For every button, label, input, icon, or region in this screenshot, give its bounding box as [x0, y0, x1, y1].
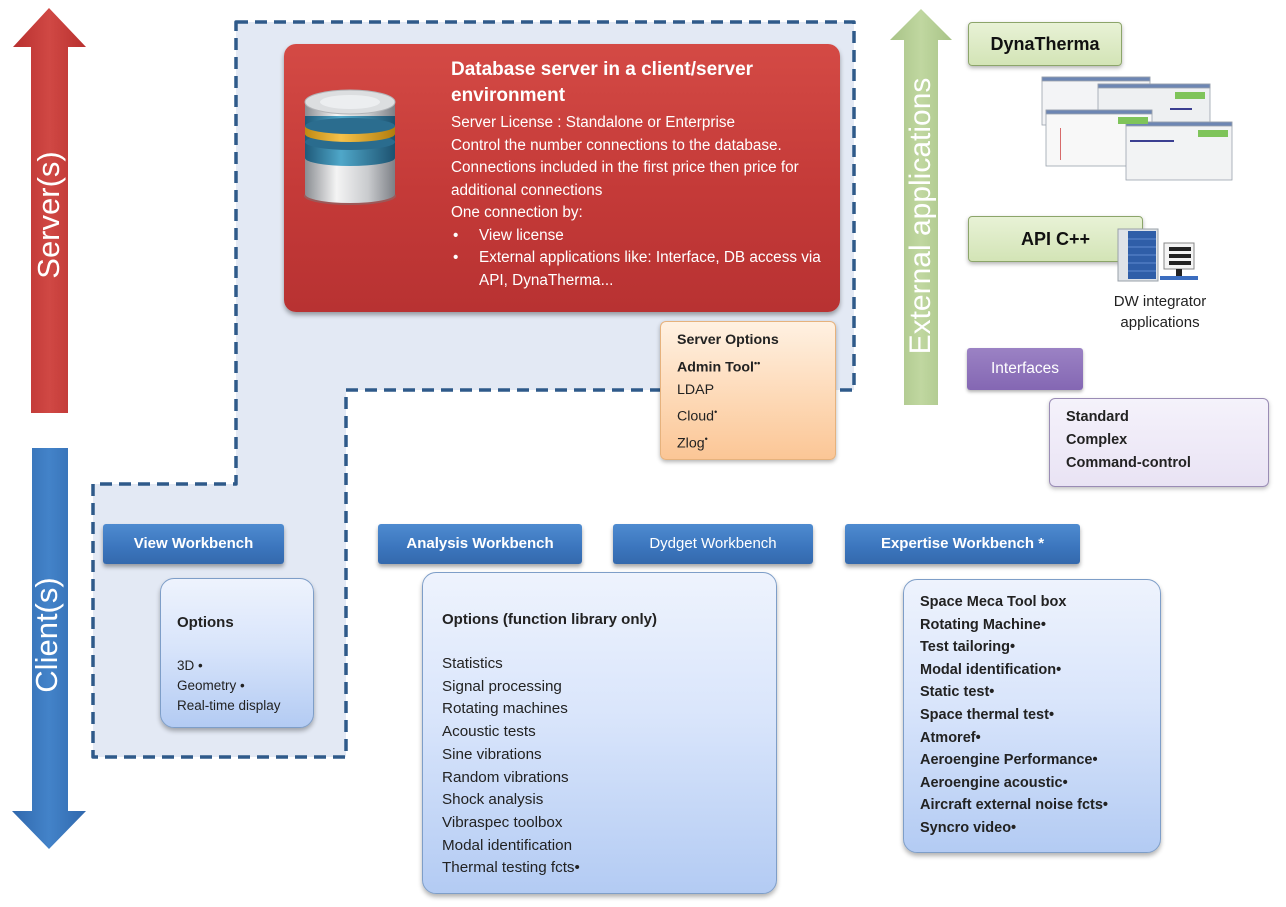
analysis-option-item: Statistics — [442, 655, 503, 672]
license-line: Server License : Standalone or Enterpris… — [451, 114, 736, 131]
expertise-option-item: Test tailoring• — [920, 639, 1016, 656]
dydget-workbench-label: Dydget Workbench — [649, 535, 777, 552]
view-options-title: Options — [177, 614, 234, 631]
analysis-options-list: Statistics Signal processing Rotating ma… — [442, 653, 580, 880]
analysis-option-item: Acoustic tests — [442, 723, 536, 741]
server-option-item: LDAP — [677, 381, 715, 398]
analysis-option-item: Rotating machines — [442, 700, 568, 718]
database-title: Database server in a client/server envir… — [451, 59, 754, 106]
database-description: Server License : Standalone or Enterpris… — [451, 112, 836, 292]
expertise-option-item: Static test• — [920, 684, 995, 701]
view-workbench-button[interactable]: View Workbench — [103, 524, 284, 564]
server-axis-label: Server(s) — [31, 151, 66, 279]
view-option-item: 3D • — [177, 658, 203, 673]
analysis-options-box: Options (function library only) Statisti… — [422, 572, 777, 894]
expertise-option-item: Atmoref• — [920, 729, 981, 746]
analysis-option-item: Random vibrations — [442, 768, 569, 786]
expertise-option-item: Rotating Machine• — [920, 616, 1046, 633]
database-cylinder-icon — [304, 89, 396, 205]
analysis-options-title: Options (function library only) — [442, 611, 657, 628]
interface-item: Complex — [1066, 432, 1128, 448]
dw-integrator-caption: DW integrator applications — [1080, 291, 1240, 333]
expertise-option-item: Aeroengine acoustic• — [920, 774, 1068, 791]
connection-bullets: View license External applications like:… — [451, 225, 836, 293]
expertise-option-item: Syncro video• — [920, 819, 1017, 836]
dynatherma-box[interactable]: DynaTherma — [968, 22, 1122, 66]
server-options-box: Server Options Admin Tool•• LDAP Cloud• … — [660, 321, 836, 460]
expertise-option-item: Aircraft external noise fcts• — [920, 797, 1109, 814]
bullet-item: View license — [451, 225, 836, 248]
server-arrow — [13, 8, 86, 413]
expertise-option-item: Modal identification• — [920, 661, 1062, 678]
dydget-workbench-button[interactable]: Dydget Workbench — [613, 524, 813, 564]
caption-line: DW integrator — [1113, 293, 1207, 310]
analysis-option-item: Signal processing — [442, 677, 562, 695]
analysis-option-item: Modal identification — [442, 836, 573, 854]
one-connection-line: One connection by: — [451, 204, 583, 221]
server-option-item: Cloud• — [677, 407, 718, 425]
server-option-item: Zlog• — [677, 434, 708, 453]
expertise-option-item: Space Meca Tool box — [920, 594, 1067, 610]
analysis-option-item: Sine vibrations — [442, 745, 542, 763]
interfaces-options-box: Standard Complex Command-control — [1049, 398, 1269, 487]
view-options-box: Options 3D • Geometry • Real-time displa… — [160, 578, 314, 728]
server-options-title: Server Options — [677, 332, 779, 348]
expertise-workbench-button[interactable]: Expertise Workbench * — [845, 524, 1080, 564]
connections-line: Control the number connections to the da… — [451, 136, 799, 199]
database-server-box: Database server in a client/server envir… — [284, 44, 840, 312]
interfaces-header[interactable]: Interfaces — [967, 348, 1083, 390]
server-option-item: Admin Tool•• — [677, 357, 761, 376]
dynatherma-screenshots-image — [1041, 76, 1233, 181]
view-option-item: Geometry • — [177, 678, 245, 693]
expertise-options-box: Space Meca Tool box Rotating Machine• Te… — [903, 579, 1161, 853]
analysis-workbench-button[interactable]: Analysis Workbench — [378, 524, 582, 564]
external-applications-arrow — [890, 9, 952, 405]
analysis-option-item: Thermal testing fcts• — [442, 859, 580, 877]
interface-item: Standard — [1066, 409, 1129, 425]
client-arrow — [12, 448, 86, 849]
expertise-option-item: Aeroengine Performance• — [920, 752, 1098, 769]
expertise-options-list: Space Meca Tool box Rotating Machine• Te… — [920, 591, 1108, 840]
external-axis-label: External applications — [904, 77, 937, 355]
analysis-option-item: Shock analysis — [442, 791, 544, 809]
interface-item: Command-control — [1066, 455, 1191, 471]
client-axis-label: Client(s) — [29, 577, 64, 693]
view-option-item: Real-time display — [177, 698, 281, 713]
analysis-option-item: Vibraspec toolbox — [442, 813, 563, 831]
bullet-item: External applications like: Interface, D… — [451, 247, 836, 292]
caption-line: applications — [1120, 314, 1200, 331]
expertise-option-item: Space thermal test• — [920, 706, 1055, 723]
server-computer-icon — [1117, 228, 1198, 282]
